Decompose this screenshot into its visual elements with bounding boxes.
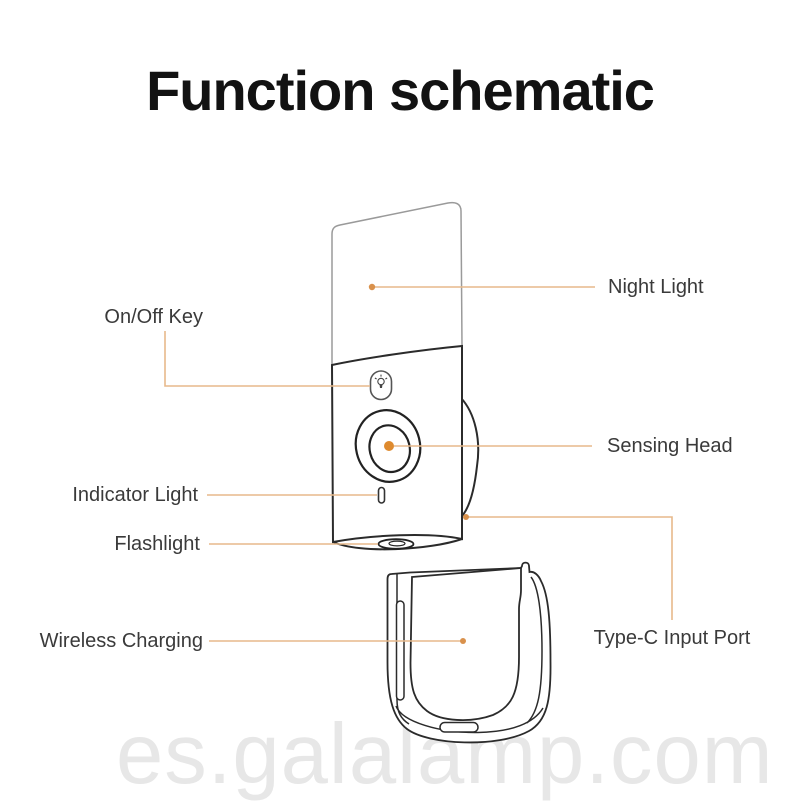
cradle-left-slot <box>395 600 405 701</box>
leader-on-off-key <box>164 331 370 387</box>
leader-lines <box>164 286 673 642</box>
cradle-bottom-slot <box>439 721 479 733</box>
charging-cradle <box>386 561 552 744</box>
label-on-off-key: On/Off Key <box>104 306 203 328</box>
cradle-bottom-inner-arc <box>395 705 544 734</box>
dot-night-light <box>368 283 376 291</box>
night-light-panel <box>331 201 463 366</box>
cradle-left-wall-line <box>396 573 410 725</box>
indicator-light-pill <box>377 486 386 504</box>
cradle-right-inner-line <box>526 576 543 724</box>
label-sensing-head: Sensing Head <box>607 435 733 457</box>
dot-wireless-charging <box>460 638 466 644</box>
leader-type-c <box>467 516 673 620</box>
cradle-front-wall <box>409 567 522 721</box>
flashlight-lens <box>377 538 415 550</box>
label-flashlight: Flashlight <box>114 533 200 555</box>
label-indicator-light: Indicator Light <box>72 484 198 506</box>
bulb-icon <box>374 374 388 388</box>
label-night-light: Night Light <box>608 276 704 298</box>
dot-type-c <box>463 514 469 520</box>
leader-dots <box>368 283 469 644</box>
label-type-c-input-port: Type-C Input Port <box>593 627 751 649</box>
label-wireless-charging: Wireless Charging <box>39 630 203 652</box>
page-title: Function schematic <box>146 59 655 122</box>
sensor-housing-bulge <box>460 395 480 520</box>
dot-sensing-head <box>384 441 394 451</box>
on-off-button <box>369 370 393 401</box>
